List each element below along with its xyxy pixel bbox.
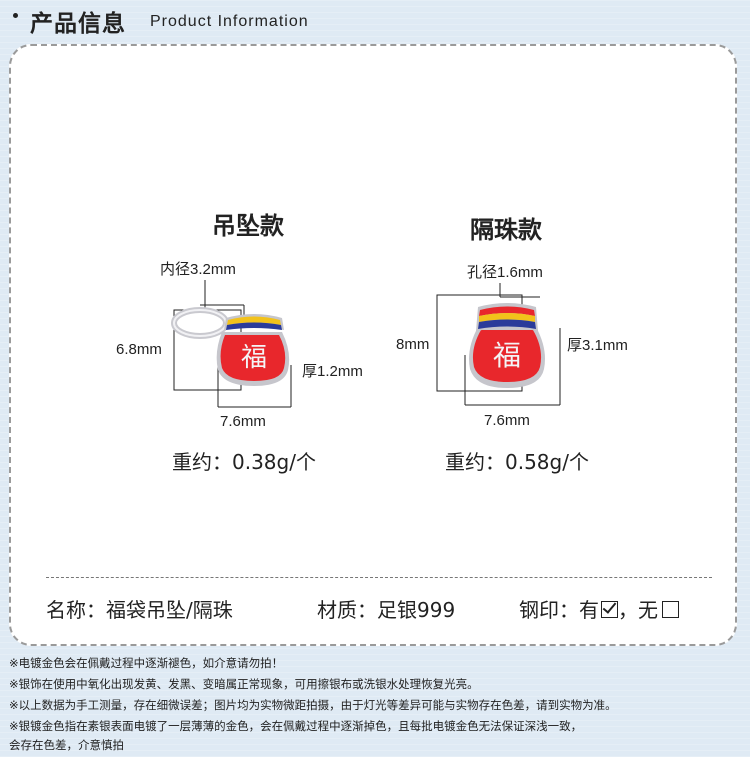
section-title: 产品信息 bbox=[30, 11, 126, 37]
pendant-charm-image: 福 bbox=[171, 280, 292, 408]
spec-stamp: 钢印：有 ，无 bbox=[519, 594, 679, 623]
pendant-title: 吊坠款 bbox=[212, 212, 284, 240]
spec-material: 材质：足银999 bbox=[317, 598, 456, 622]
section-header: 产品信息 Product Information bbox=[0, 0, 750, 40]
pendant-width: 7.6mm bbox=[220, 413, 266, 430]
pendant-thickness: 厚1.2mm bbox=[302, 363, 363, 380]
pendant-weight: 重约：0.38g/个 bbox=[172, 450, 316, 474]
bullet-dot bbox=[13, 13, 18, 18]
dashed-divider bbox=[46, 577, 712, 578]
spacer-hole-diameter: 孔径1.6mm bbox=[467, 264, 543, 281]
note-line: ※银镀金色指在素银表面电镀了一层薄薄的金色，会在佩戴过程中逐渐掉色，且每批电镀金… bbox=[9, 719, 583, 733]
note-line: 会存在色差，介意慎拍 bbox=[9, 738, 124, 752]
spacer-weight: 重约：0.58g/个 bbox=[445, 450, 589, 474]
note-line: ※银饰在使用中氧化出现发黄、发黑、变暗属正常现象，可用擦银布或洗银水处理恢复光亮… bbox=[9, 677, 479, 691]
stamp-separator: ，无 bbox=[618, 598, 658, 622]
spacer-height: 8mm bbox=[396, 336, 430, 353]
unchecked-box-icon bbox=[662, 601, 679, 618]
svg-text:福: 福 bbox=[241, 343, 267, 373]
note-line: ※以上数据为手工测量，存在细微误差；图片均为实物微距拍摄，由于灯光等差异可能与实… bbox=[9, 698, 617, 712]
spacer-title: 隔珠款 bbox=[470, 216, 542, 244]
spacer-charm-image: 福 bbox=[436, 283, 561, 406]
spacer-thickness: 厚3.1mm bbox=[567, 337, 628, 354]
spec-name: 名称：福袋吊坠/隔珠 bbox=[46, 598, 233, 622]
pendant-height: 6.8mm bbox=[116, 341, 162, 358]
note-line: ※电镀金色会在佩戴过程中逐渐褪色，如介意请勿拍！ bbox=[9, 656, 284, 670]
product-info-card bbox=[9, 44, 737, 646]
svg-text:福: 福 bbox=[493, 339, 521, 372]
section-subtitle: Product Information bbox=[150, 13, 309, 30]
pendant-inner-diameter: 内径3.2mm bbox=[160, 261, 236, 278]
spacer-width: 7.6mm bbox=[484, 412, 530, 429]
stamp-label: 钢印：有 bbox=[519, 598, 599, 622]
checked-box-icon bbox=[601, 601, 618, 618]
